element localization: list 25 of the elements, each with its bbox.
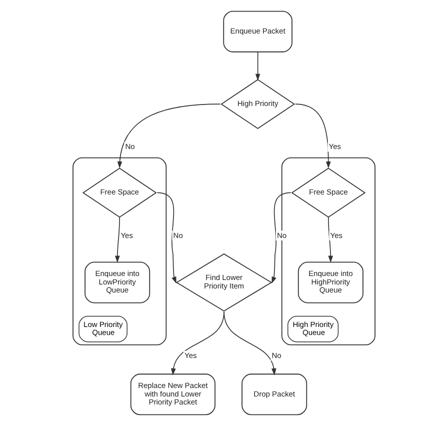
arrow [272, 192, 292, 284]
node-box: Enqueue into LowPriority Queue [84, 262, 150, 304]
edge-label: Yes [184, 350, 197, 360]
node-box: Replace New Packet with found Lower Priority Packet [130, 374, 216, 416]
arrow [156, 192, 176, 284]
node-box: Enqueue Packet [223, 10, 292, 52]
edge-label: No [173, 230, 183, 240]
arrow [224, 311, 276, 376]
arrow [255, 52, 260, 81]
arrow [117, 104, 221, 168]
arrow [114, 216, 120, 263]
edge-label: No [272, 350, 282, 360]
edge-label: Yes [120, 230, 133, 240]
node-diamond: High Priority [220, 79, 296, 130]
node-diamond: Free Space [82, 168, 157, 218]
node-diamond: Free Space [291, 168, 366, 218]
arrow [328, 216, 334, 263]
edge-label: Yes [328, 142, 342, 152]
arrow [294, 104, 331, 168]
edge-label: No [276, 230, 287, 240]
node-box: Enqueue into HighPriority Queue [298, 262, 364, 304]
edge-label: Yes [330, 230, 343, 240]
edge-label: No [125, 142, 135, 152]
node-diamond: Find Lower Priority Item [176, 253, 272, 312]
node-box: Drop Packet [242, 374, 308, 416]
